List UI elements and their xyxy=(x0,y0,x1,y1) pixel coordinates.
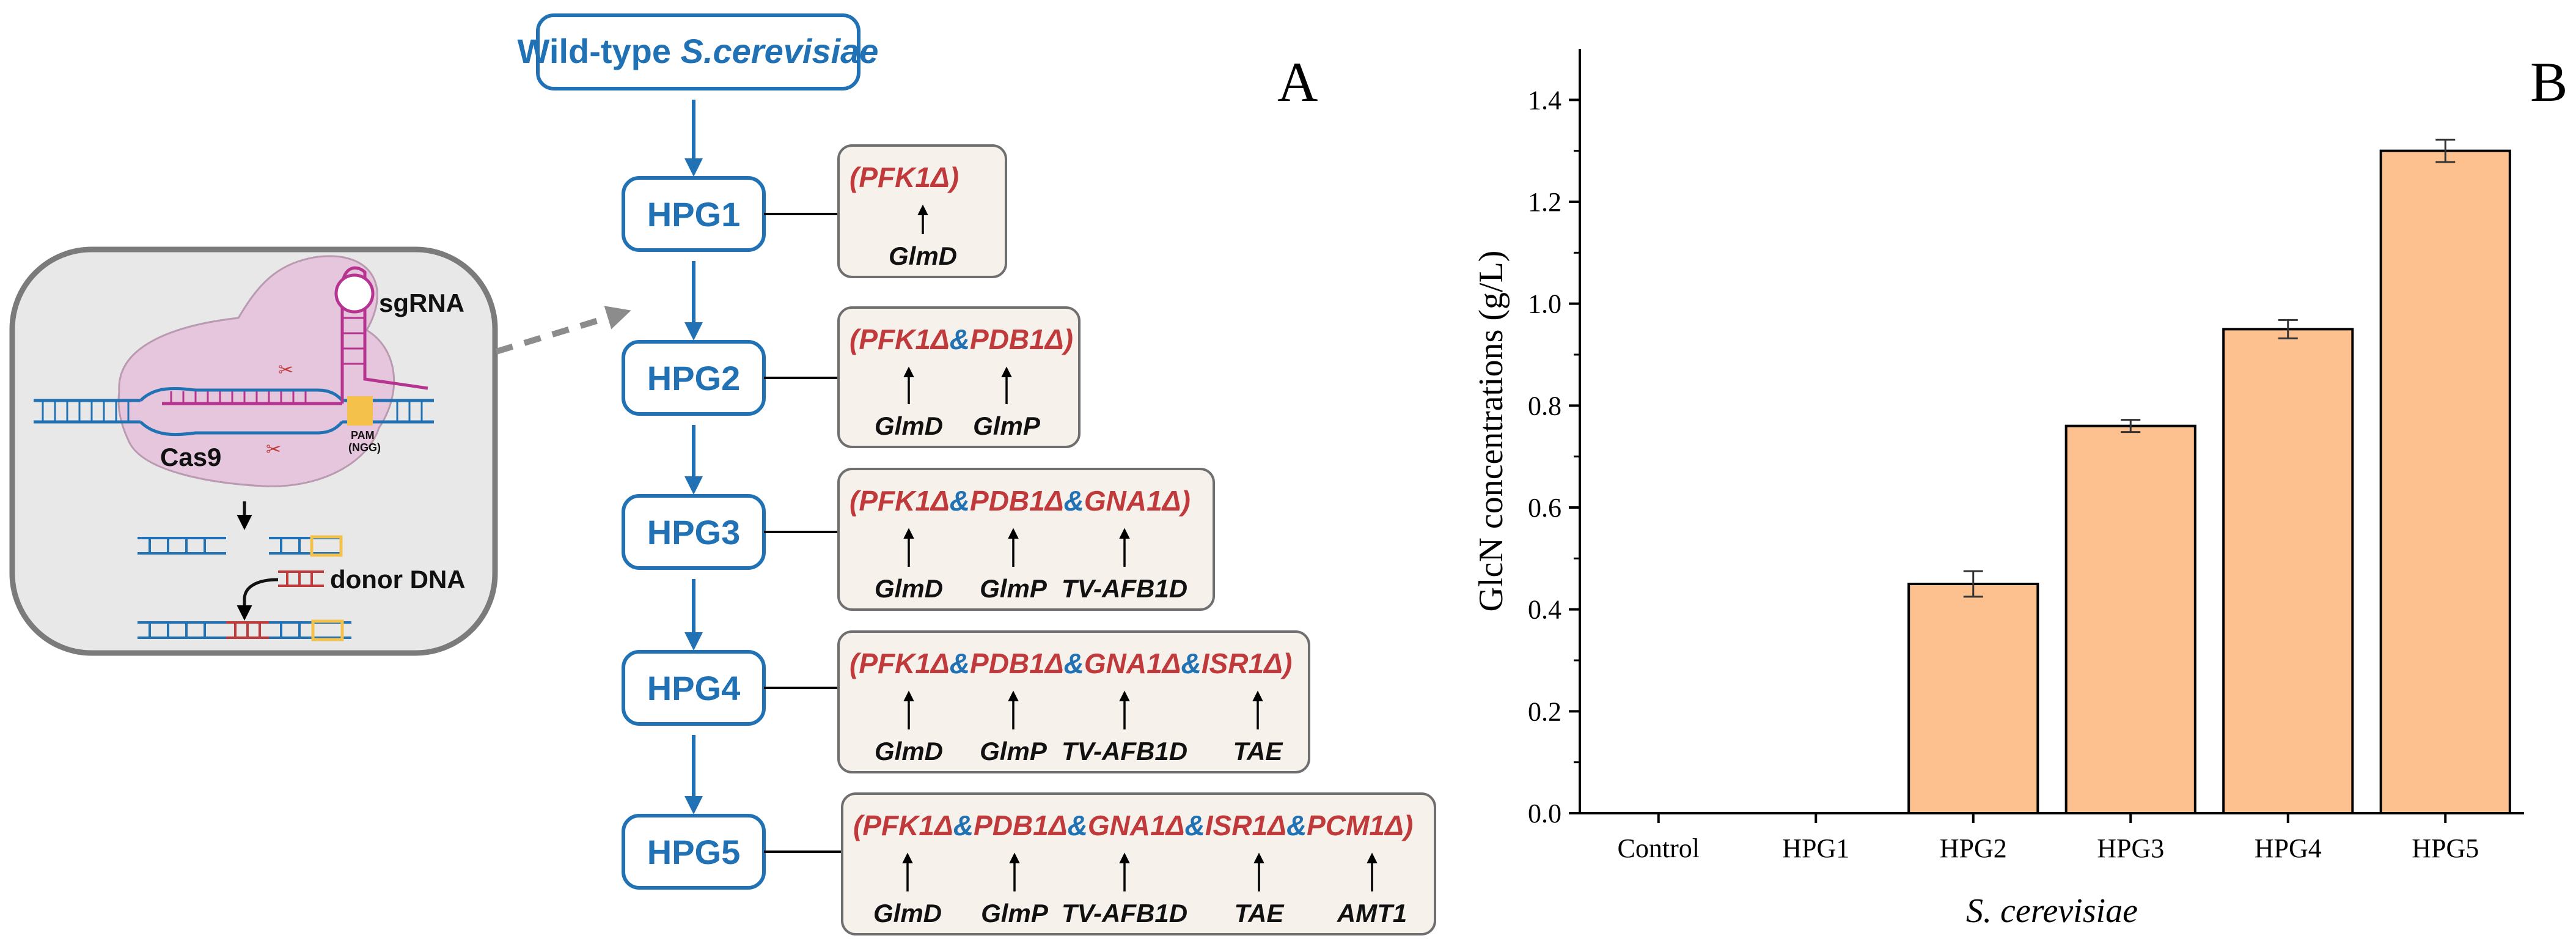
target-gene: TAE xyxy=(1233,737,1284,766)
deleted-gene: PCM1Δ xyxy=(1307,810,1404,841)
gene-box-hpg4 xyxy=(837,630,1310,773)
target-gene: GlmP xyxy=(973,411,1041,440)
target-gene: GlmD xyxy=(875,411,943,440)
strain-label: HPG1 xyxy=(647,195,741,234)
deletion-list: (PFK1Δ&PDB1Δ) xyxy=(849,323,1073,355)
y-tick-label: 1.2 xyxy=(1528,187,1561,217)
y-tick-label: 0.2 xyxy=(1528,696,1561,726)
target-gene: TV-AFB1D xyxy=(1062,899,1187,928)
strain-label: HPG4 xyxy=(647,669,741,707)
y-tick-label: 0.0 xyxy=(1528,799,1561,828)
y-tick-label: 1.4 xyxy=(1528,85,1561,115)
bar xyxy=(2064,424,2196,814)
y-tick-label: 0.6 xyxy=(1528,493,1561,523)
deleted-gene: GNA1Δ xyxy=(1084,485,1181,517)
guide-rna xyxy=(162,266,428,405)
deletion-list: (PFK1Δ&PDB1Δ&GNA1Δ&ISR1Δ&PCM1Δ) xyxy=(853,810,1413,841)
pam-site xyxy=(347,396,373,426)
panel-label-b: B xyxy=(2530,51,2567,113)
wild-type-species: S.cerevisiae xyxy=(681,32,879,70)
wild-type-box xyxy=(536,13,861,90)
donor-dna xyxy=(278,570,324,587)
y-tick-label: 0.8 xyxy=(1528,391,1561,421)
gene-box-hpg3 xyxy=(837,468,1215,611)
gene-box-hpg2 xyxy=(837,306,1081,448)
deleted-gene: PDB1Δ xyxy=(970,323,1064,355)
dashed-arrow-icon xyxy=(495,306,631,355)
deleted-gene: PFK1Δ xyxy=(859,161,949,193)
gene-box-hpg5 xyxy=(841,792,1436,935)
cas9-label: Cas9 xyxy=(160,443,221,471)
strain-label: HPG3 xyxy=(647,513,741,552)
donor-dna-label: donor DNA xyxy=(330,565,466,594)
sgrna-loop xyxy=(334,273,375,314)
cleaved-dna xyxy=(138,537,342,555)
crispr-cas9-schematic: ✂ ✂ sgRNA Cas9 PAM (NGG) donor DNA xyxy=(9,246,498,656)
deleted-gene: PFK1Δ xyxy=(859,648,949,679)
x-axis-label: S. cerevisiae xyxy=(1966,892,2138,930)
target-gene: GlmD xyxy=(889,242,957,270)
x-tick-label: HPG4 xyxy=(2255,833,2322,863)
target-gene: GlmD xyxy=(875,574,943,603)
strain-label: HPG5 xyxy=(647,833,741,871)
y-tick-label: 1.0 xyxy=(1528,289,1561,319)
deleted-gene: PFK1Δ xyxy=(859,323,949,355)
scissors-icon: ✂ xyxy=(278,360,293,381)
y-tick-label: 0.4 xyxy=(1528,595,1561,625)
target-gene: AMT1 xyxy=(1337,899,1407,928)
target-gene: GlmP xyxy=(980,574,1048,603)
deleted-gene: GNA1Δ xyxy=(1084,648,1181,679)
deleted-gene: ISR1Δ xyxy=(1205,810,1286,841)
sgrna-label: sgRNA xyxy=(379,289,464,317)
deletion-list: (PFK1Δ&PDB1Δ&GNA1Δ&ISR1Δ) xyxy=(849,648,1292,679)
target-gene: GlmD xyxy=(873,899,942,928)
panel-label-a: A xyxy=(1277,51,1318,113)
deleted-gene: PFK1Δ xyxy=(859,485,949,517)
deleted-gene: PDB1Δ xyxy=(974,810,1068,841)
x-tick-label: HPG5 xyxy=(2412,833,2479,863)
cas9-protein xyxy=(117,255,395,487)
target-gene: TV-AFB1D xyxy=(1062,574,1187,603)
bar xyxy=(2379,149,2511,815)
deleted-gene: ISR1Δ xyxy=(1202,648,1283,679)
target-gene: GlmD xyxy=(875,737,943,766)
x-tick-label: HPG3 xyxy=(2097,833,2164,863)
deleted-gene: PDB1Δ xyxy=(970,648,1064,679)
wild-type-prefix: Wild-type xyxy=(518,32,681,70)
target-gene: GlmP xyxy=(980,737,1048,766)
deleted-gene: PFK1Δ xyxy=(862,810,953,841)
target-gene: TV-AFB1D xyxy=(1062,737,1187,766)
repaired-dna xyxy=(138,619,351,641)
y-axis-label: GlcN concentrations (g/L) xyxy=(1472,251,1510,612)
scissors-icon: ✂ xyxy=(266,439,281,460)
arrow-icon xyxy=(237,578,279,621)
deletion-list: (PFK1Δ&PDB1Δ&GNA1Δ) xyxy=(849,485,1191,517)
wild-type-label: Wild-type S.cerevisiae xyxy=(518,32,879,70)
x-tick-label: HPG1 xyxy=(1782,833,1849,863)
deleted-gene: GNA1Δ xyxy=(1088,810,1185,841)
deleted-gene: PDB1Δ xyxy=(970,485,1064,517)
deletion-list: (PFK1Δ) xyxy=(849,161,959,193)
x-tick-label: Control xyxy=(1618,833,1700,863)
bar xyxy=(2222,328,2354,814)
x-tick-label: HPG2 xyxy=(1940,833,2007,863)
ngg-label: (NGG) xyxy=(348,441,381,454)
strain-label: HPG2 xyxy=(647,359,741,397)
target-gene: GlmP xyxy=(981,899,1049,928)
target-gene: TAE xyxy=(1235,899,1285,928)
pam-label: PAM xyxy=(351,429,375,441)
bar xyxy=(1907,583,2039,814)
